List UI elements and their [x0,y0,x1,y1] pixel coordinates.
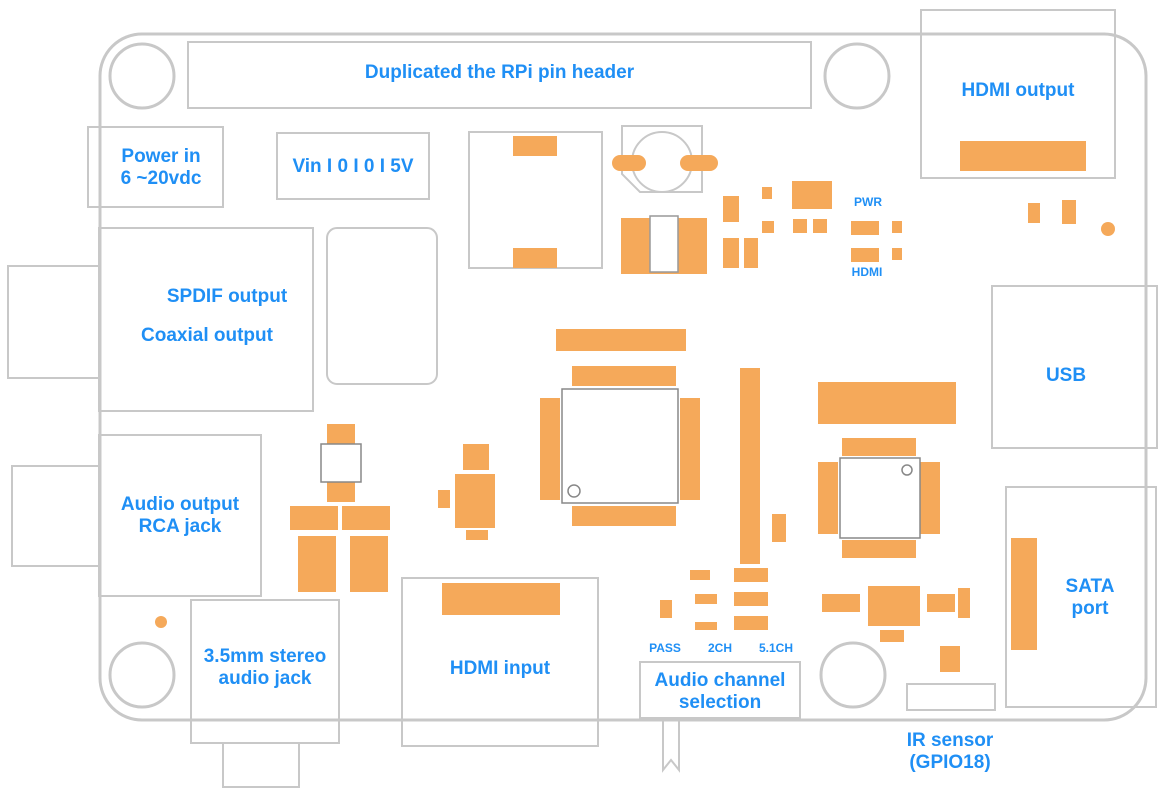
channel-switch-components [660,568,768,630]
spdif-label-line-2: Coaxial output [141,325,273,346]
vin-label: Vin I 0 I 0 I 5V [292,156,414,177]
secondary-chip [818,382,956,558]
ir-sensor-line-1: IR sensor [906,730,994,751]
audio-channel-label: Audio channel selection [640,670,800,714]
power-in-line-2: 6 ~20vdc [120,167,202,189]
mounting-hole-bottom-right [819,641,887,709]
battery-pad [680,155,718,171]
hdmi-input-pins [442,583,560,615]
sata-line-2: port [1071,597,1109,619]
audio-channel-line-1: Audio channel [654,670,786,691]
stereo-jack-label: 3.5mm stereo audio jack [191,646,339,690]
usb-label: USB [1045,365,1087,386]
mounting-hole-bottom-left [108,641,176,709]
ir-sensor-box [906,683,996,711]
optical-box [326,227,438,385]
hdmi-input-box [401,577,599,747]
vin-jumper-box [276,132,430,200]
spdif-connector [7,265,101,379]
ir-sensor-line-2: (GPIO18) [909,751,991,773]
small-ic [320,443,362,483]
audio-channel-line-2: selection [678,691,762,713]
five-one-ch-label: 5.1CH [758,641,793,655]
resistor [772,514,786,542]
inductor-pad [513,136,557,156]
sata-label: SATA port [1040,576,1140,620]
sata-box [1005,486,1157,708]
hdmi-led-label: HDMI [851,265,883,279]
rca-connector [11,465,101,567]
stereo-jack-line-2: audio jack [218,667,312,689]
switch-lever [662,718,680,773]
usb-box [991,285,1158,449]
channel-selection-box [639,661,801,719]
two-ch-label: 2CH [707,641,732,655]
resistor-column [740,368,760,564]
pwr-led-label: PWR [854,195,882,209]
led-dot [155,616,167,628]
battery-pad [612,155,646,171]
ir-sensor-label: IR sensor (GPIO18) [880,730,1020,774]
audio-output-line-1: Audio output [120,494,240,515]
mounting-hole-top-left [108,42,176,110]
power-in-box [87,126,224,208]
power-in-label: Power in 6 ~20vdc [88,146,234,190]
inductor-pad [513,248,557,268]
pass-label: PASS [649,641,681,655]
spdif-box [98,227,314,412]
pin-header-box [187,41,812,109]
spdif-label-line-1: SPDIF output [166,286,288,307]
mounting-hole-top-right [823,42,891,110]
hdmi-output-pins [960,141,1086,171]
power-in-line-1: Power in [121,146,201,167]
sata-pins [1011,538,1037,650]
hdmi-output-label: HDMI output [961,80,1075,101]
smd-cluster-top [723,181,1076,268]
hdmi-output-box [920,9,1116,179]
stereo-jack-line-1: 3.5mm stereo [203,646,327,667]
led-dot [1101,222,1115,236]
pin-header-label: Duplicated the RPi pin header [364,62,635,83]
regulator-ic [621,215,707,274]
stereo-jack-plug [222,742,300,788]
sata-line-1: SATA [1065,576,1115,597]
audio-output-line-2: RCA jack [138,515,222,537]
hdmi-input-label: HDMI input [449,658,551,679]
main-chip [540,329,700,526]
smd-cluster-bottom-right [822,586,970,672]
audio-output-label: Audio output RCA jack [99,494,261,538]
